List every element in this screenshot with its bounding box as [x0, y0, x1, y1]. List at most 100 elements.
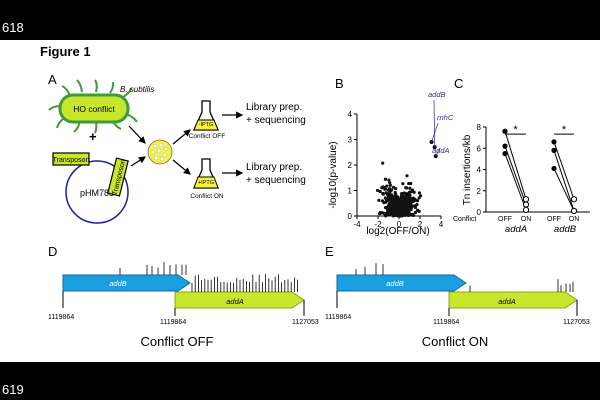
- library-on-line1: Library prep.: [246, 162, 302, 173]
- paired-ylabel: Tn insertions/kb: [462, 134, 473, 205]
- significance-star-addB: *: [562, 124, 567, 136]
- paired-point-off-addA: [502, 128, 508, 134]
- addB-label-on: addB: [386, 279, 404, 288]
- organism-label: B. subtilis: [120, 85, 154, 94]
- volcano-point: [400, 213, 404, 217]
- coord-e-left: 1119864: [325, 314, 351, 321]
- panel-label-c: C: [454, 76, 463, 91]
- volcano-y-tick-label: 2: [348, 161, 353, 170]
- conflict-off-label: Conflict OFF: [189, 133, 226, 140]
- gene-label-addA: addA: [505, 224, 527, 235]
- conflict-on-label: Conflict ON: [190, 193, 224, 200]
- paired-point-on-addA: [522, 196, 530, 203]
- pooled-library-icon: [147, 139, 173, 165]
- volcano-point: [404, 186, 409, 190]
- gene-label-addB: addB: [554, 224, 577, 235]
- plus-sign: +: [89, 129, 97, 144]
- volcano-x-tick-label: 2: [418, 220, 423, 229]
- conflict-prefix-label: Conflict: [453, 216, 476, 223]
- transposon-box-1: [52, 152, 90, 166]
- volcano-point: [404, 212, 408, 216]
- volcano-point: [387, 204, 392, 208]
- paired-point-on-addA: [522, 206, 530, 213]
- line-number-top: 618: [2, 20, 24, 35]
- volcano-leader-line: [433, 99, 436, 148]
- library-off-line1: Library prep.: [246, 102, 302, 113]
- volcano-point: [389, 209, 393, 214]
- condition-label-off-addA: OFF: [498, 216, 512, 223]
- paired-point-off-addA: [502, 143, 508, 149]
- volcano-point: [388, 183, 392, 187]
- track-conflict-on: [336, 263, 578, 316]
- volcano-point: [413, 210, 418, 215]
- volcano-point: [397, 210, 401, 214]
- volcano-point: [385, 184, 389, 188]
- paired-point-off-addB: [551, 165, 557, 172]
- volcano-point: [411, 204, 415, 208]
- coord-e-right: 1127053: [563, 319, 590, 326]
- paired-line-addA: [504, 153, 527, 211]
- volcano-x-tick-label: 4: [439, 220, 444, 229]
- library-on-line2: + sequencing: [246, 175, 306, 186]
- addA-label-on: addA: [498, 297, 516, 306]
- volcano-point: [404, 210, 408, 214]
- track-conflict-off: [62, 261, 305, 316]
- volcano-point: [385, 207, 389, 211]
- paired-point-off-addA: [502, 150, 508, 157]
- volcano-point: [390, 202, 394, 206]
- gene-addA-arrow-on: [448, 291, 578, 309]
- volcano-point: [384, 214, 388, 218]
- paired-point-on-addA: [522, 201, 530, 208]
- gene-addB-arrow-on: [336, 274, 467, 292]
- panel-label-e: E: [325, 244, 334, 259]
- volcano-point: [400, 191, 404, 196]
- flask-on-label: +IPTG: [198, 180, 214, 186]
- volcano-label-addA: addA: [432, 146, 450, 155]
- volcano-point: [391, 208, 395, 213]
- coord-d-left: 1119864: [48, 314, 74, 321]
- volcano-point: [392, 205, 396, 209]
- paired-y-tick-label: 4: [477, 166, 482, 175]
- volcano-point-cloud: [375, 161, 423, 218]
- transposon-box-2: [107, 157, 129, 197]
- coord-e-mid: 1119864: [433, 319, 459, 326]
- volcano-point: [387, 178, 391, 182]
- volcano-x-tick-label: -2: [374, 220, 382, 229]
- volcano-point: [407, 181, 411, 186]
- volcano-point: [402, 201, 407, 205]
- volcano-ylabel: -log10(p-value): [328, 141, 339, 208]
- volcano-point: [399, 195, 403, 200]
- paired-point-off-addB: [551, 139, 557, 145]
- volcano-point: [392, 198, 396, 203]
- volcano-point: [408, 193, 412, 197]
- volcano-point: [413, 205, 418, 210]
- volcano-point: [377, 212, 382, 216]
- caption-conflict-on: Conflict ON: [422, 334, 488, 349]
- volcano-label-addB: addB: [428, 90, 446, 99]
- volcano-point: [396, 203, 400, 208]
- condition-label-on-addA: ON: [521, 216, 532, 223]
- volcano-y-tick-label: 1: [348, 187, 353, 196]
- volcano-leader-line: [431, 122, 439, 143]
- volcano-leader-line: [435, 147, 441, 157]
- line-number-bottom: 619: [2, 382, 24, 397]
- condition-label-on-addB: ON: [569, 216, 580, 223]
- volcano-point: [388, 181, 392, 185]
- significance-star-addA: *: [513, 124, 518, 136]
- volcano-point: [409, 213, 413, 217]
- paired-point-on-addB: [570, 207, 578, 215]
- volcano-point: [390, 195, 394, 199]
- panel-label-d: D: [48, 244, 57, 259]
- paired-y-tick-label: 6: [477, 144, 482, 153]
- coord-d-mid: 1119864: [160, 319, 186, 326]
- volcano-point: [408, 190, 412, 194]
- volcano-point: [417, 191, 422, 195]
- volcano-point: [387, 192, 391, 196]
- paired-y-tick-label: 2: [477, 187, 482, 196]
- volcano-point: [378, 189, 382, 194]
- plasmid-icon: [65, 160, 129, 224]
- paired-point-off-addB: [551, 147, 557, 153]
- volcano-y-tick-label: 0: [348, 212, 353, 221]
